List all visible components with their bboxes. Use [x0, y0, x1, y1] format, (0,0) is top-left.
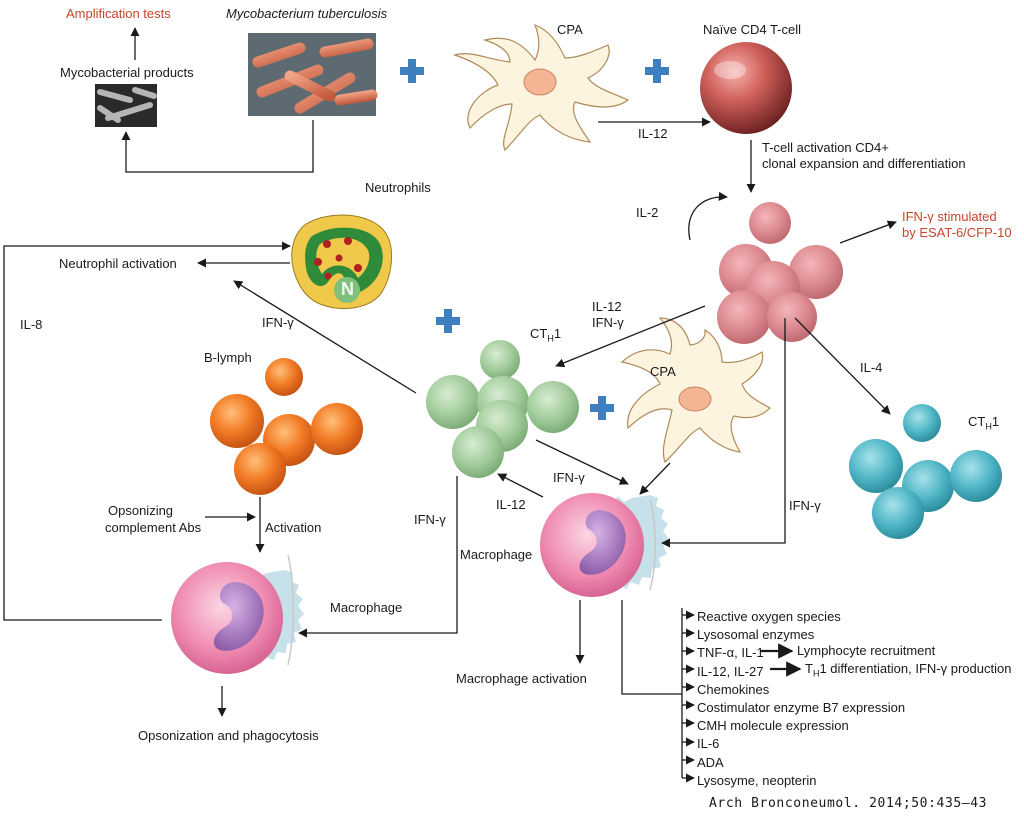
opsonization-label: Opsonization and phagocytosis — [138, 728, 319, 743]
output-item: IL-6 — [697, 736, 720, 752]
ifn-stimulated-line2: by ESAT-6/CFP-10 — [902, 225, 1012, 240]
cpa-cell-mid — [620, 317, 771, 464]
neutrophils-label: Neutrophils — [365, 180, 431, 195]
output-item: Lysosyme, neopterin — [697, 772, 817, 788]
output-item: CMH molecule expression — [697, 718, 849, 734]
cd4-cell — [749, 202, 791, 244]
macrophage-left — [171, 554, 304, 674]
b-lymph-cell — [234, 443, 286, 495]
mycobacterial-products-label: Mycobacterial products — [60, 65, 194, 80]
plus-icon — [645, 59, 669, 83]
output-item: Chemokines — [697, 681, 770, 697]
cth1-green-label: CTH1 — [530, 326, 562, 344]
il4-label: IL-4 — [860, 360, 883, 375]
cd4-cell — [717, 290, 771, 344]
cpa-mid-label: CPA — [650, 364, 676, 379]
output-item: Lysosomal enzymes — [697, 627, 815, 643]
ifn-center-label: IFN-γ — [553, 470, 585, 485]
opsonizing-line2: complement Abs — [105, 520, 202, 535]
output-item: TNF-α, IL-1 — [697, 645, 764, 661]
b-lymph-label: B-lymph — [204, 350, 252, 365]
il12-mid-label: IL-12 — [592, 299, 622, 314]
output-item: IL-12, IL-27 — [697, 663, 764, 679]
ifn-left-label: IFN-γ — [262, 315, 294, 330]
cpa-cell-top — [453, 23, 630, 152]
cd4-cell — [789, 245, 843, 299]
cth1-cell — [950, 450, 1002, 502]
output-item: ADA — [697, 754, 724, 770]
opsonizing-line1: Opsonizing — [108, 503, 174, 518]
b-lymph-cell — [265, 358, 303, 396]
activation-label: Activation — [265, 520, 322, 535]
tcell-activation-line2: clonal expansion and differentiation — [762, 156, 966, 171]
plus-icon — [590, 396, 614, 420]
macrophage-center — [540, 493, 669, 597]
il2-label: IL-2 — [636, 205, 659, 220]
cth1-cell — [426, 375, 480, 429]
ifn-down-label: IFN-γ — [414, 512, 446, 527]
naive-cd4-cell — [700, 42, 792, 134]
b-lymph-cluster — [210, 358, 363, 495]
b-lymph-cell — [311, 403, 363, 455]
cd4-cell — [767, 292, 817, 342]
neutrophil-cell — [291, 214, 393, 309]
neutrophil-activation-label: Neutrophil activation — [59, 256, 177, 271]
macrophage-left-label: Macrophage — [330, 600, 403, 615]
cth1-cell — [452, 426, 504, 478]
ifn-stimulated-line1: IFN-γ stimulated — [902, 209, 997, 224]
output-item: Costimulator enzyme B7 expression — [697, 700, 906, 716]
il12-center-label: IL-12 — [496, 497, 526, 512]
mycobacterium-label: Mycobacterium tuberculosis — [226, 6, 388, 21]
lymphocyte-recruitment-label: Lymphocyte recruitment — [797, 643, 936, 658]
naive-cd4-label: Naïve CD4 T-cell — [703, 22, 802, 37]
cth1-blue-label: CTH1 — [968, 414, 1000, 432]
citation: Arch Bronconeumol. 2014;50:435–43 — [709, 796, 988, 811]
th1-differentiation-label: TH1 differentiation, IFN-γ production — [805, 661, 1012, 679]
cth1-cell — [872, 487, 924, 539]
cth1-blue-cluster — [849, 404, 1002, 539]
ifn-mid-label: IFN-γ — [592, 315, 624, 330]
plus-icon — [400, 59, 424, 83]
il8-label: IL-8 — [20, 317, 43, 332]
activated-cd4-cluster — [717, 202, 843, 344]
cpa-top-label: CPA — [557, 22, 583, 37]
b-lymph-cell — [210, 394, 264, 448]
mycobacterial-products-photo — [95, 84, 157, 127]
macrophage-outputs-list: Reactive oxygen species Lysosomal enzyme… — [697, 608, 905, 790]
mycobacterium-photo — [248, 33, 378, 116]
amplification-tests-label: Amplification tests — [66, 6, 171, 21]
cth1-cell — [849, 439, 903, 493]
cth1-cell — [903, 404, 941, 442]
plus-icon — [436, 309, 460, 333]
neutrophil-letter: N — [341, 279, 354, 299]
tcell-activation-line1: T-cell activation CD4+ — [762, 140, 889, 155]
connectors — [3, 27, 897, 783]
il12-top-label: IL-12 — [638, 126, 668, 141]
macrophage-activation-label: Macrophage activation — [456, 671, 587, 686]
macrophage-center-label: Macrophage — [460, 547, 533, 562]
cth1-cell — [527, 381, 579, 433]
cth1-cell — [480, 340, 520, 380]
cth1-green-cluster — [426, 340, 579, 478]
output-item: Reactive oxygen species — [697, 609, 841, 624]
ifn-right-label: IFN-γ — [789, 498, 821, 513]
